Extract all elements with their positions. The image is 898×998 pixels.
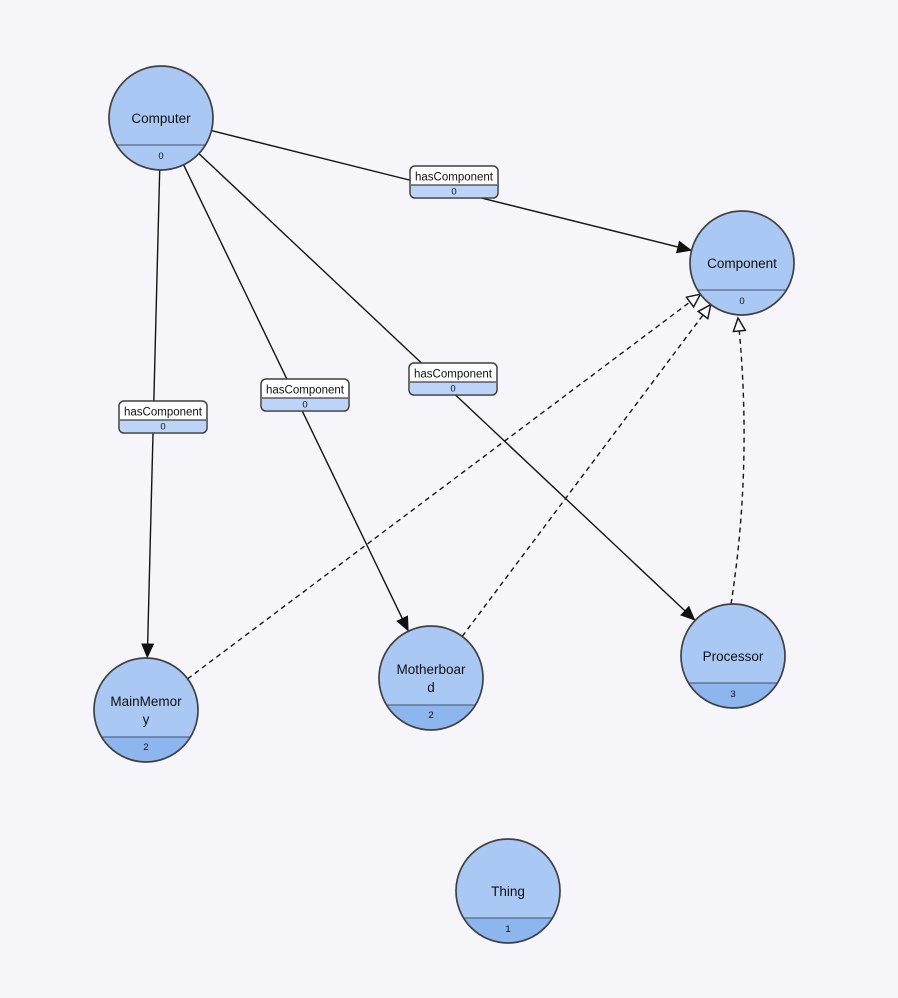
edge-label-count: 0 (302, 400, 307, 411)
class-node-thing[interactable]: Thing 1 (455, 838, 561, 944)
class-label: Thing (491, 884, 525, 899)
edge-label-count: 0 (450, 384, 455, 395)
edge-label-text: hasComponent (266, 385, 345, 397)
class-label-line1: MainMemor (110, 694, 182, 709)
class-label-line2: d (427, 680, 435, 695)
edge-label-count-strip (410, 382, 496, 394)
class-label-line1: Motherboar (396, 662, 466, 677)
class-instance-count: 0 (158, 151, 163, 162)
class-instance-count: 2 (143, 742, 148, 753)
edge-label-text: hasComponent (124, 407, 203, 419)
class-label: Computer (131, 111, 191, 126)
edge-label-count-strip (120, 420, 206, 432)
edge-layer (141, 129, 744, 680)
edge-label-layer: hasComponent 0 hasComponent 0 hasCompone… (118, 165, 499, 434)
class-node-computer[interactable]: Computer 0 (108, 65, 214, 171)
class-label-line2: y (143, 712, 150, 727)
edge-label-count-strip (262, 398, 348, 410)
class-node-processor[interactable]: Processor 3 (680, 603, 786, 709)
edge-label-count-strip (411, 185, 497, 197)
edge-label-count: 0 (451, 187, 456, 198)
edge-label-hascomponent-processor[interactable]: hasComponent 0 (408, 362, 498, 396)
class-instance-count: 1 (505, 924, 510, 935)
class-label: Component (707, 256, 777, 271)
class-instance-count: 0 (739, 296, 744, 307)
class-node-mainmemory[interactable]: MainMemor y 2 (93, 657, 199, 763)
edge-label-hascomponent-mainmemory[interactable]: hasComponent 0 (118, 400, 208, 434)
edge-subclass-processor-component[interactable] (730, 318, 744, 605)
edge-label-count: 0 (160, 422, 165, 433)
edge-subclass-motherboard-component[interactable] (461, 305, 711, 637)
class-instance-count: 2 (428, 710, 433, 721)
edge-label-hascomponent-motherboard[interactable]: hasComponent 0 (260, 378, 350, 412)
class-label: Processor (703, 649, 764, 664)
class-node-component[interactable]: Component 0 (689, 210, 795, 316)
edge-label-text: hasComponent (414, 369, 493, 381)
edge-label-text: hasComponent (415, 172, 494, 184)
edge-subclass-mainmemory-component[interactable] (187, 294, 701, 680)
edge-label-hascomponent-component[interactable]: hasComponent 0 (409, 165, 499, 199)
class-instance-count: 3 (730, 689, 735, 700)
class-node-motherboard[interactable]: Motherboar d 2 (378, 625, 484, 731)
